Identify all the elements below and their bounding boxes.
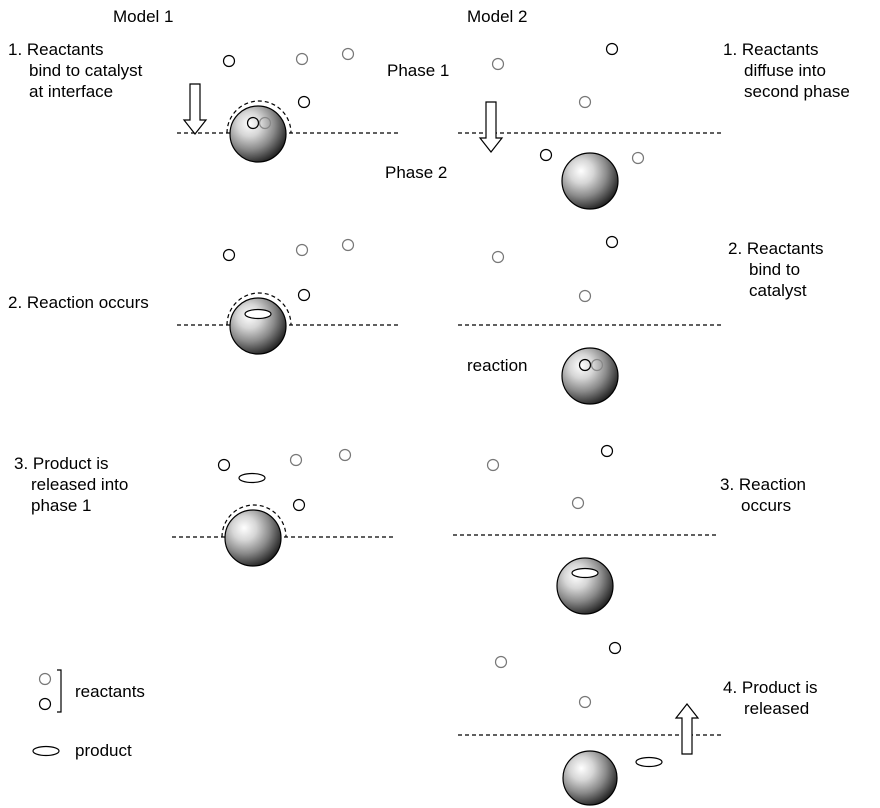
text-line: 3. Reaction xyxy=(720,475,806,494)
bound-reactant xyxy=(258,116,272,130)
reactant-molecule xyxy=(295,243,309,257)
legend-bracket xyxy=(57,669,62,713)
catalyst-sphere xyxy=(562,750,618,806)
text-line: 2. Reaction occurs xyxy=(8,293,149,312)
reactant-molecule xyxy=(631,151,645,165)
catalyst-sphere xyxy=(229,297,287,355)
product-molecule xyxy=(635,756,663,768)
bound-reactant xyxy=(578,358,592,372)
model2-panel4 xyxy=(458,641,722,806)
reactant-molecule xyxy=(539,148,553,162)
catalyst-sphere xyxy=(229,105,287,163)
reactant-molecule xyxy=(338,448,352,462)
model2-header: Model 2 xyxy=(467,7,528,26)
legend-product-symbol xyxy=(32,745,60,757)
up-arrow xyxy=(674,703,700,755)
model1-panel2 xyxy=(177,238,400,355)
reactant-molecule xyxy=(494,655,508,669)
text-line: bind to xyxy=(749,260,801,279)
catalyst-sphere xyxy=(561,347,619,405)
model1-panel3 xyxy=(172,448,395,567)
model1-step1-text: 1. Reactants bind to catalyst at interfa… xyxy=(8,39,142,102)
model2-panel1 xyxy=(458,42,722,210)
legend xyxy=(32,669,62,757)
text-line: 3. Product is xyxy=(14,454,109,473)
catalyst-sphere xyxy=(224,509,282,567)
legend-reactant-light xyxy=(38,672,52,686)
model2-panel3 xyxy=(453,444,717,615)
model2-panel2 xyxy=(458,235,722,405)
legend-reactants-label: reactants xyxy=(75,682,145,701)
text-line: bind to catalyst xyxy=(29,61,143,80)
interface-bulge xyxy=(226,100,292,134)
model2-step3-text: 3. Reaction occurs xyxy=(720,474,806,516)
reactant-molecule xyxy=(600,444,614,458)
reactant-molecule xyxy=(297,95,311,109)
reactant-molecule xyxy=(297,288,311,302)
reactant-molecule xyxy=(491,57,505,71)
reactant-molecule xyxy=(222,54,236,68)
reactant-molecule xyxy=(491,250,505,264)
catalyst-sphere xyxy=(561,152,619,210)
catalyst-sphere xyxy=(556,557,614,615)
text-line: released into xyxy=(31,475,129,494)
bound-reactant xyxy=(246,116,260,130)
text-line: 2. Reactants xyxy=(728,239,824,258)
legend-reactant-dark xyxy=(38,697,52,711)
reactant-molecule xyxy=(341,238,355,252)
text-line: occurs xyxy=(741,496,792,515)
down-arrow xyxy=(478,101,504,153)
text-line: 1. Reactants xyxy=(8,40,104,59)
bound-reactant xyxy=(590,358,604,372)
text-line: diffuse into xyxy=(744,61,826,80)
reactant-molecule xyxy=(217,458,231,472)
text-line: catalyst xyxy=(749,281,807,300)
reactant-molecule xyxy=(292,498,306,512)
reactant-molecule xyxy=(486,458,500,472)
model2-step4-text: 4. Product is released xyxy=(723,677,818,719)
reactant-molecule xyxy=(578,289,592,303)
product-molecule xyxy=(238,472,266,484)
reactant-molecule xyxy=(605,42,619,56)
reactant-molecule xyxy=(295,52,309,66)
text-line: phase 1 xyxy=(31,496,92,515)
down-arrow xyxy=(182,83,208,135)
phase2-label: Phase 2 xyxy=(385,163,448,182)
reactant-molecule xyxy=(578,695,592,709)
legend-product-label: product xyxy=(75,741,132,760)
reactant-molecule xyxy=(222,248,236,262)
reactant-molecule xyxy=(289,453,303,467)
reactant-molecule xyxy=(605,235,619,249)
reactant-molecule xyxy=(571,496,585,510)
model1-step3-text: 3. Product is released into phase 1 xyxy=(14,453,128,516)
model1-step2-text: 2. Reaction occurs xyxy=(8,292,149,313)
interface-bulge xyxy=(226,292,292,326)
product-molecule xyxy=(571,567,599,579)
reactant-molecule xyxy=(608,641,622,655)
model2-step2-text: 2. Reactants bind to catalyst xyxy=(728,238,823,301)
interface-bulge xyxy=(221,504,287,538)
reactant-molecule xyxy=(578,95,592,109)
reaction-label: reaction xyxy=(467,356,528,375)
text-line: released xyxy=(744,699,810,718)
phase1-label: Phase 1 xyxy=(387,61,450,80)
reactant-molecule xyxy=(341,47,355,61)
model2-step1-text: 1. Reactants diffuse into second phase xyxy=(723,39,850,102)
text-line: 1. Reactants xyxy=(723,40,819,59)
model1-header: Model 1 xyxy=(113,7,174,26)
text-line: 4. Product is xyxy=(723,678,818,697)
product-molecule xyxy=(244,308,272,320)
text-line: at interface xyxy=(29,82,114,101)
model1-panel1 xyxy=(177,47,400,163)
text-line: second phase xyxy=(744,82,850,101)
